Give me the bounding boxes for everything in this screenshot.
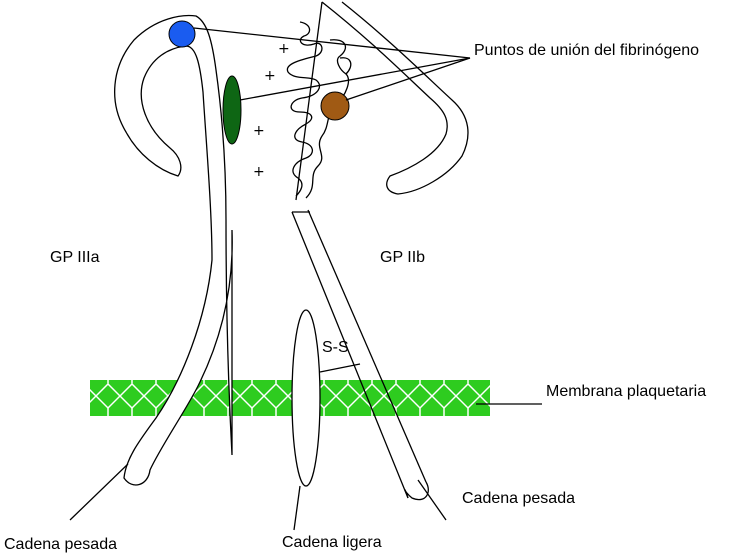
plus-sign: +: [253, 164, 265, 180]
plus-sign: +: [264, 68, 276, 84]
leader-lines: [69, 27, 542, 531]
gp-iib-label: GP IIb: [380, 249, 425, 266]
gp-iiia-label: GP IIIa: [50, 249, 100, 266]
plus-sign: +: [253, 123, 265, 139]
light-chain-label: Cadena ligera: [282, 534, 382, 551]
heavy-chain-right-label: Cadena pesada: [462, 490, 575, 507]
disulfide-bond: [319, 363, 361, 373]
platelet-membrane: [90, 380, 490, 416]
heavy-chain-left-label: Cadena pesada: [4, 536, 117, 553]
disulfide-label: S-S: [322, 339, 349, 356]
gp-iib-subunit: [286, 1, 469, 501]
plus-sign: +: [278, 41, 290, 57]
binding-site-blue: [168, 20, 196, 48]
binding-sites-label: Puntos de unión del fibrinógeno: [474, 42, 699, 59]
binding-site-brown: [320, 91, 350, 121]
binding-site-green: [222, 75, 242, 145]
light-chain: [291, 309, 321, 487]
gp-iiia-subunit: [114, 14, 233, 486]
membrane-label: Membrana plaquetaria: [546, 383, 706, 400]
